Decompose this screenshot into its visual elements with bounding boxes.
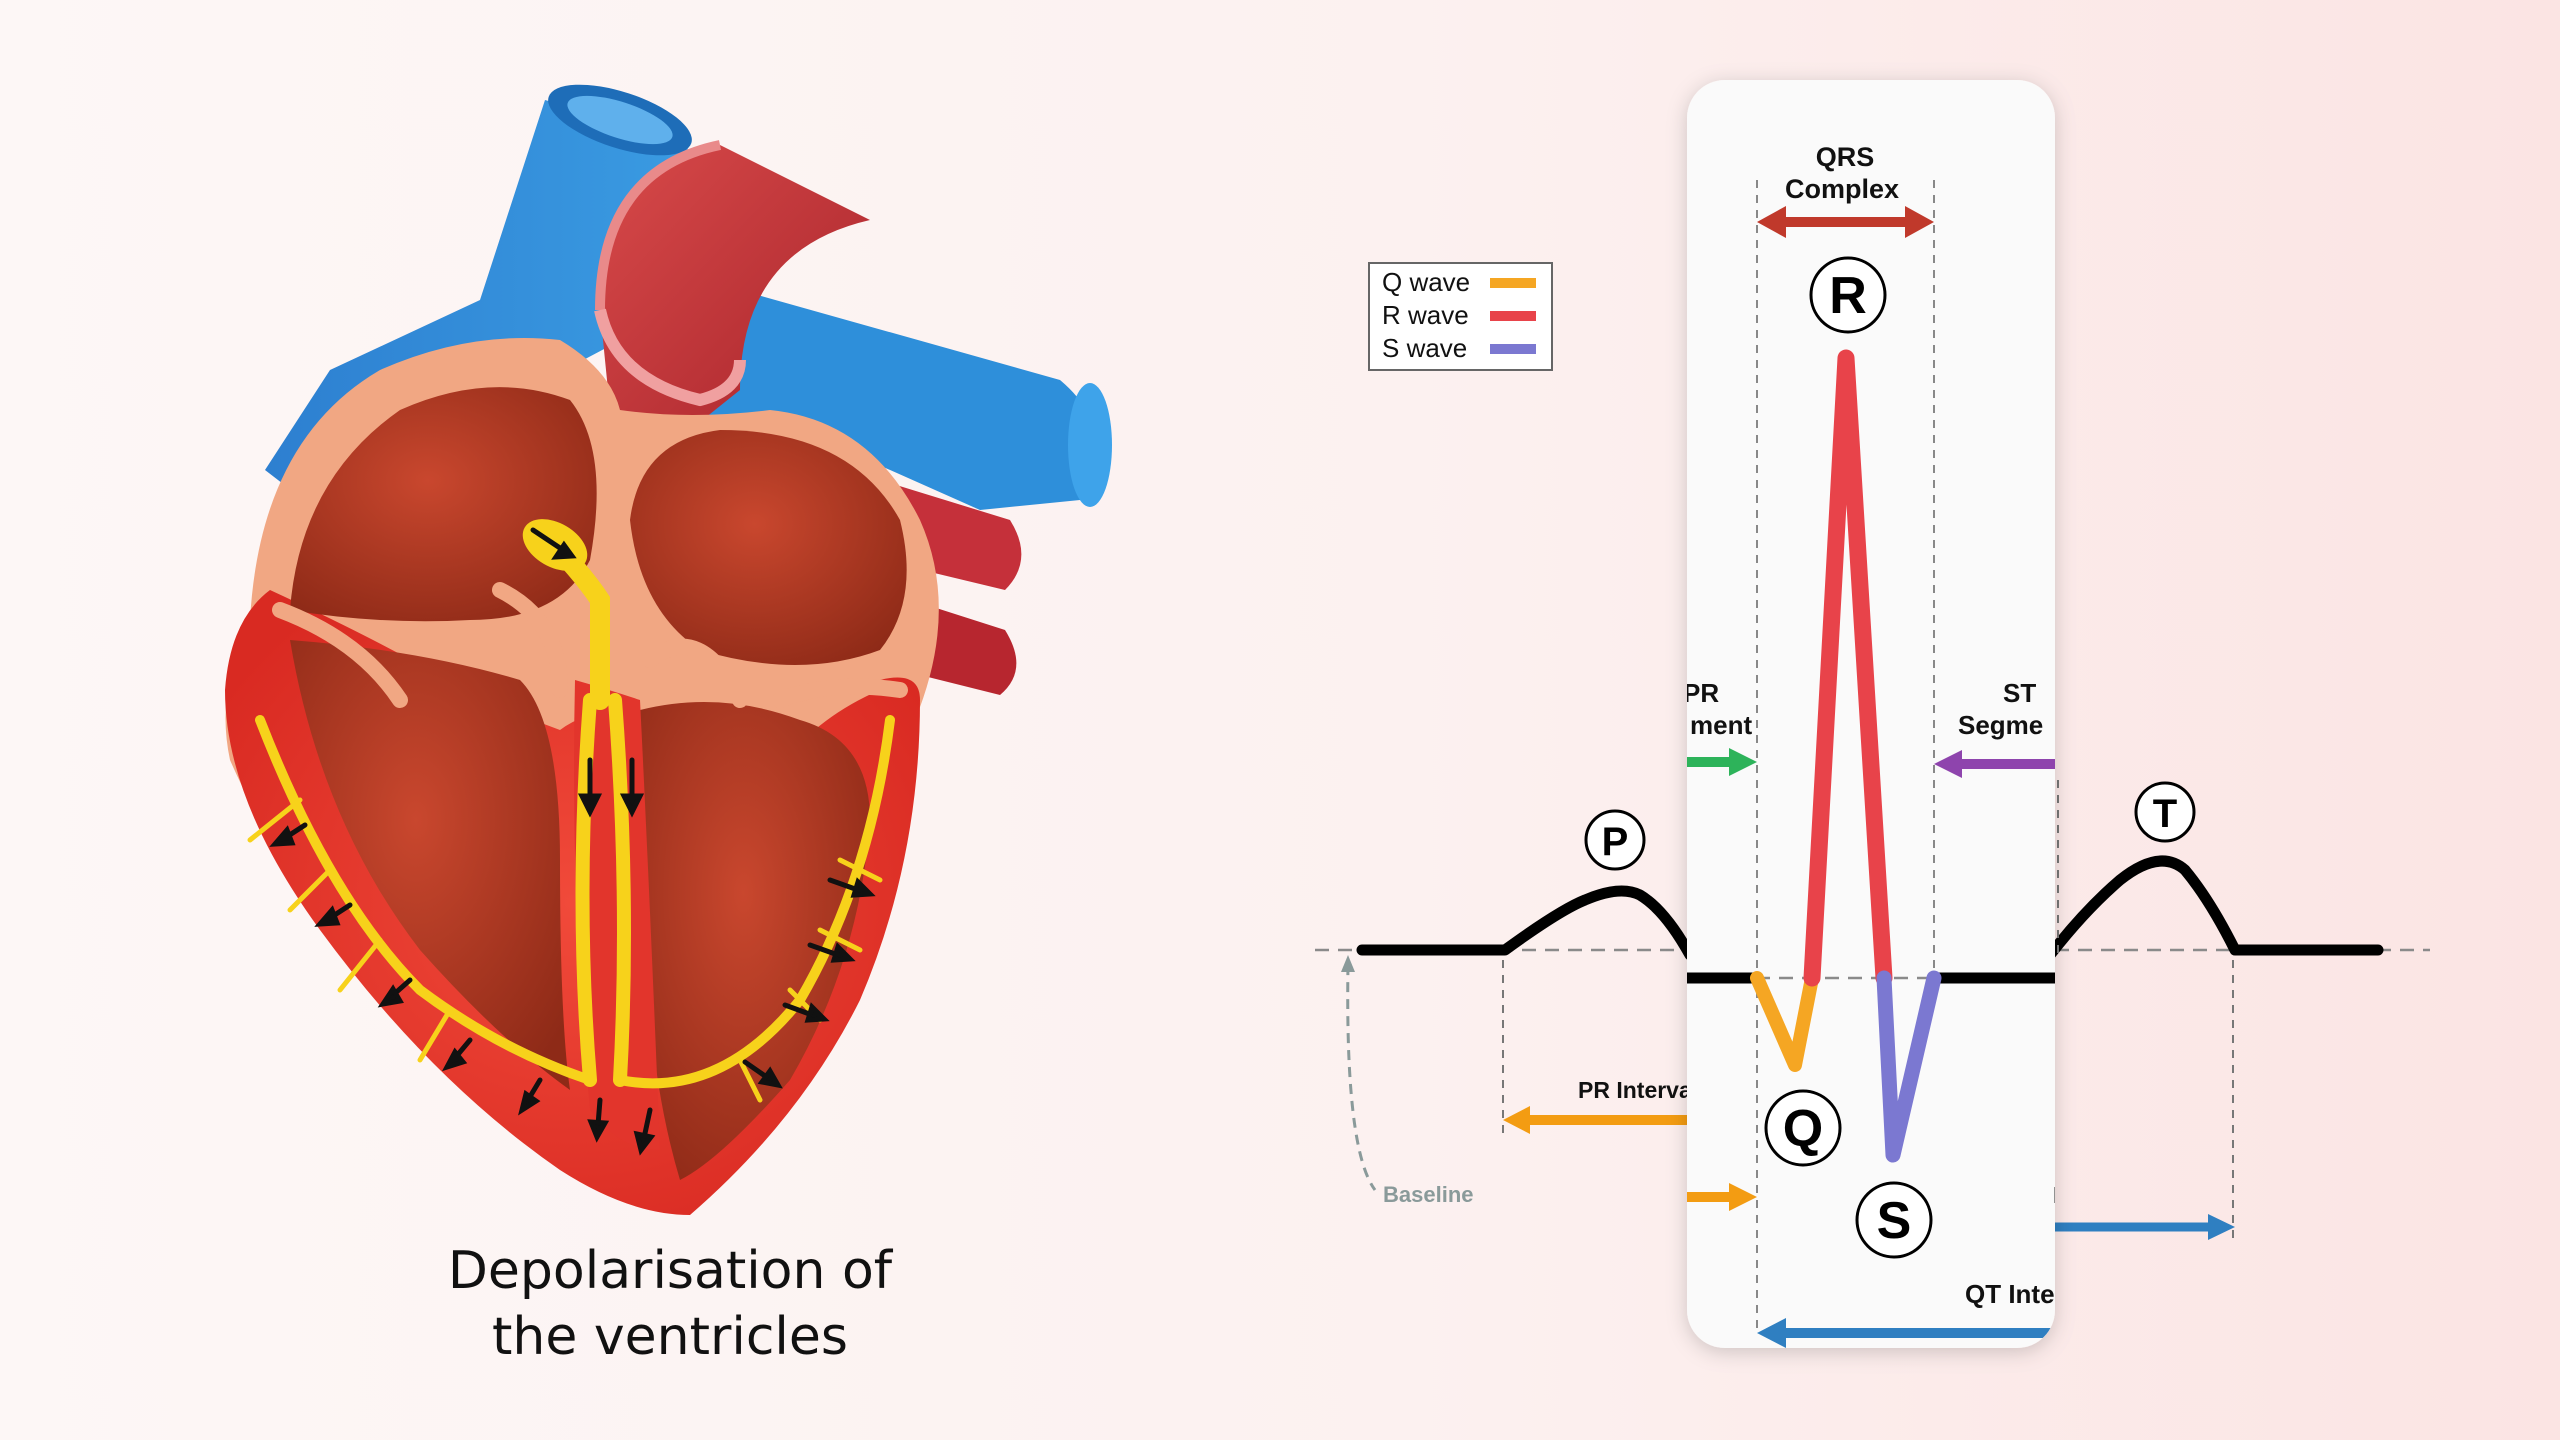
pr-interval-label: PR Interva	[1578, 1077, 1692, 1103]
st-segment-label-1: ST	[2003, 678, 2036, 708]
s-wave-marker	[1855, 1181, 1933, 1259]
pr-interval-arrowhead	[1503, 1106, 1530, 1134]
r-wave-marker	[1809, 256, 1887, 334]
aorta	[594, 140, 870, 430]
pr-interval-end-arrowhead	[1729, 1183, 1757, 1211]
s-wave-label: S	[1877, 1192, 1912, 1250]
legend-swatch-s	[1490, 344, 1536, 354]
q-wave-label: Q	[1783, 1100, 1823, 1158]
left-ventricle	[640, 702, 870, 1180]
right-atrium	[290, 387, 597, 622]
q-wave-marker	[1764, 1089, 1842, 1167]
qrs-arrowhead-right	[1905, 206, 1934, 238]
pulmonary-artery	[700, 290, 1096, 510]
right-ventricle	[290, 640, 570, 1090]
p-wave-marker	[1584, 809, 1646, 871]
legend-label-s: S wave	[1382, 333, 1467, 363]
qt-interval-arrowhead	[1757, 1318, 1786, 1348]
ecg-trace-right	[2055, 855, 2384, 958]
caption-line-1: Depolarisation of	[447, 1241, 893, 1301]
pr-segment-label-1: PR	[1683, 678, 1719, 708]
t-wave-marker	[2134, 781, 2196, 843]
baseline-label: Baseline	[1383, 1182, 1474, 1207]
qrs-arrowhead-left	[1757, 206, 1786, 238]
r-wave-label: R	[1829, 267, 1867, 325]
baseline-arrowhead	[1341, 955, 1355, 972]
legend: Q wave R wave S wave	[1368, 262, 1553, 371]
pulmonary-artery-end	[1068, 383, 1112, 507]
ecg-trace-left	[1356, 885, 1687, 960]
q-wave-trace	[1750, 971, 1819, 1072]
legend-swatch-q	[1490, 278, 1536, 288]
s-wave-trace	[1876, 970, 1942, 1163]
heart-illustration	[225, 84, 1112, 1215]
st-segment-label-2: Segme	[1958, 710, 2043, 740]
qt-interval-label: QT Inte	[1965, 1279, 2055, 1309]
arrow-icon	[269, 527, 876, 1156]
legend-label-q: Q wave	[1382, 267, 1470, 297]
legend-swatch-r	[1490, 311, 1536, 321]
qrs-complex-label-2: Complex	[1785, 174, 1899, 204]
left-atrium	[630, 430, 907, 665]
qt-arrowhead-outside	[2208, 1214, 2235, 1240]
p-wave-label: P	[1602, 820, 1629, 864]
qrs-complex-label-1: QRS	[1816, 142, 1875, 172]
heart-valves	[272, 582, 908, 708]
heart-caption: Depolarisation of the ventricles	[340, 1238, 1000, 1370]
st-segment-arrowhead	[1934, 750, 1962, 778]
pr-segment-arrowhead	[1729, 748, 1757, 776]
qt-interval-fragment: l	[2053, 1183, 2059, 1208]
caption-line-2: the ventricles	[492, 1307, 848, 1367]
r-wave-trace	[1803, 349, 1893, 987]
t-wave-label: T	[2153, 792, 2177, 836]
pr-segment-label-2: ment	[1690, 710, 1752, 740]
baseline-arrow	[1346, 964, 1377, 1191]
legend-label-r: R wave	[1382, 300, 1469, 330]
